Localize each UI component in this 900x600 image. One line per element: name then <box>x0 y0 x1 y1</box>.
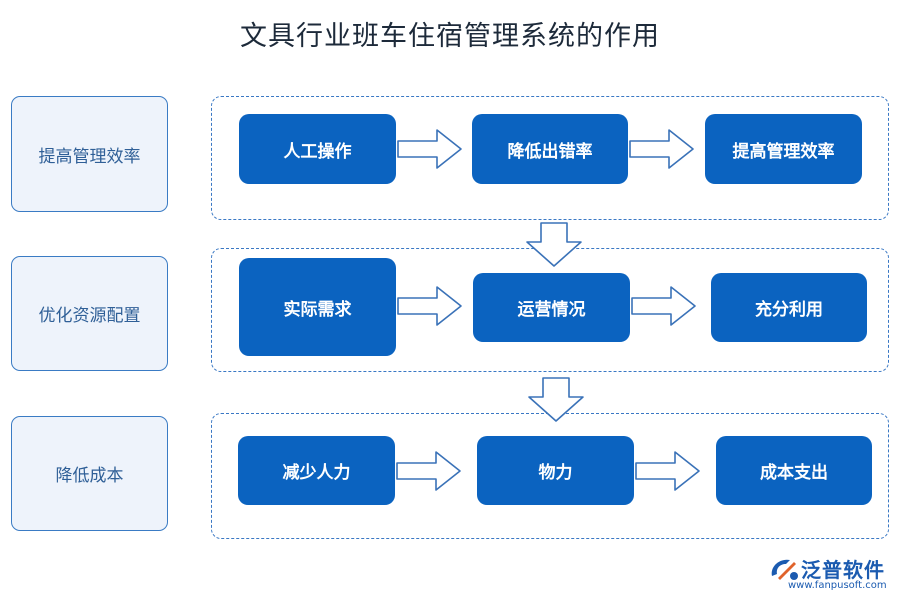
right-arrow-icon <box>397 286 462 326</box>
row-label-3: 降低成本 <box>11 416 168 531</box>
logo-name: 泛普软件 <box>801 558 885 582</box>
brand-logo: 泛普软件 www.fanpusoft.com <box>768 552 893 594</box>
node-2-1: 实际需求 <box>239 258 396 356</box>
node-1-2: 降低出错率 <box>472 114 628 184</box>
down-arrow-icon <box>528 377 584 422</box>
node-3-2: 物力 <box>477 436 634 505</box>
node-2-3: 充分利用 <box>711 273 867 342</box>
down-arrow-icon <box>526 222 582 267</box>
right-arrow-icon <box>397 129 462 169</box>
node-1-1: 人工操作 <box>239 114 396 184</box>
right-arrow-icon <box>635 451 700 491</box>
right-arrow-icon <box>629 129 694 169</box>
row-label-1: 提高管理效率 <box>11 96 168 212</box>
logo-mark-icon <box>771 559 798 580</box>
node-1-3: 提高管理效率 <box>705 114 862 184</box>
logo-url: www.fanpusoft.com <box>788 580 887 591</box>
right-arrow-icon <box>396 451 461 491</box>
node-2-2: 运营情况 <box>473 273 630 342</box>
row-group-1 <box>211 96 889 220</box>
row-label-2: 优化资源配置 <box>11 256 168 371</box>
right-arrow-icon <box>631 286 696 326</box>
node-3-3: 成本支出 <box>716 436 872 505</box>
node-3-1: 减少人力 <box>238 436 395 505</box>
page-title: 文具行业班车住宿管理系统的作用 <box>240 21 660 52</box>
